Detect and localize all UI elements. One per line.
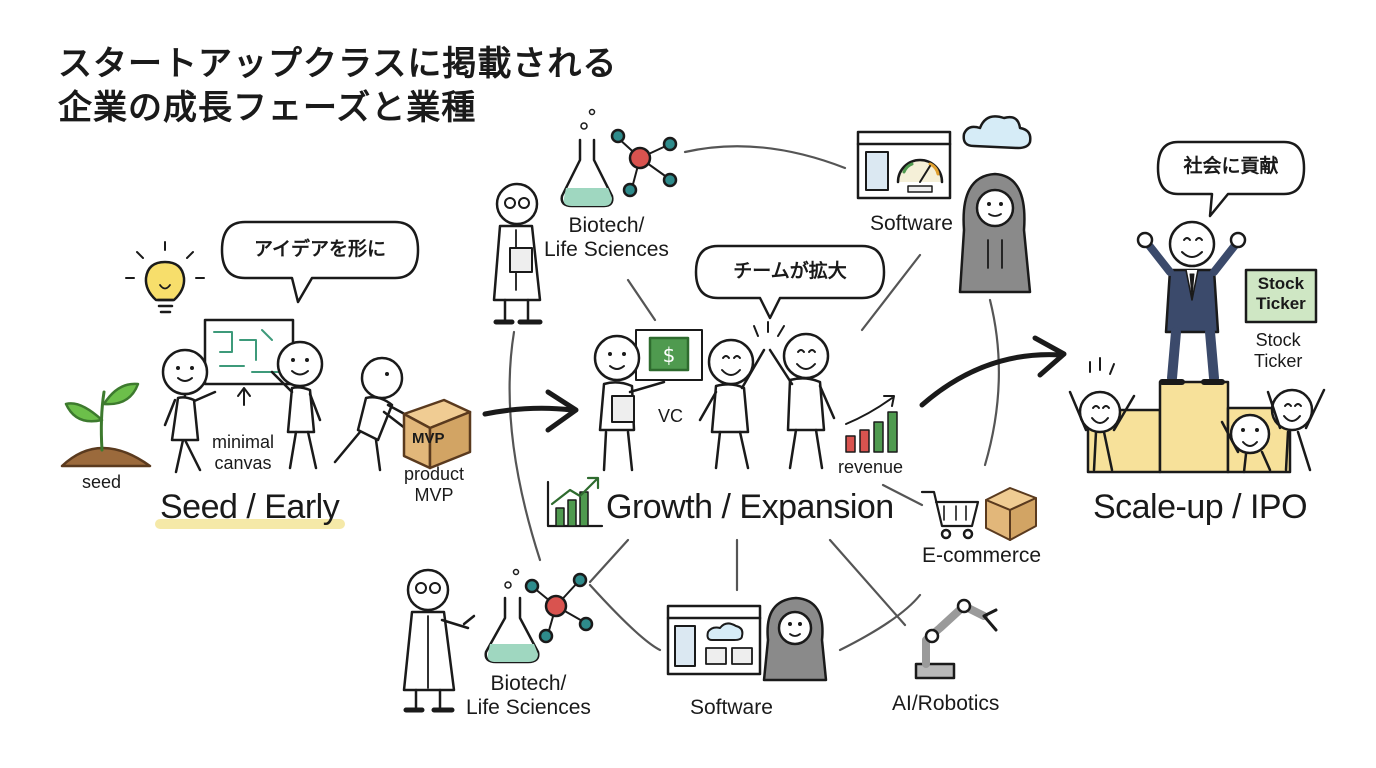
stick-person-highfive-1 xyxy=(698,338,766,470)
spoke-ai xyxy=(828,538,907,627)
bubble-society-shape xyxy=(1156,140,1306,218)
hoodie-person-top xyxy=(958,172,1032,294)
industry-ring xyxy=(508,145,1000,652)
cheering-person-right-2 xyxy=(1266,388,1326,472)
scientist-top xyxy=(492,182,543,325)
label-product-mvp: product MVP xyxy=(404,464,465,505)
flask-icon xyxy=(560,108,614,208)
ecommerce-box-icon xyxy=(985,487,1037,541)
svg-text:$: $ xyxy=(663,343,676,367)
stage-label-scale: Scale-up / IPO xyxy=(1092,488,1308,526)
ring-arc-left xyxy=(508,330,542,562)
ring-arc-right xyxy=(983,298,1000,467)
gauge-icon xyxy=(896,158,944,193)
stick-person-highfive-2 xyxy=(753,321,836,470)
bubble-team: チームが拡大 xyxy=(733,260,847,282)
robot-arm-icon xyxy=(914,598,998,680)
stage-label-growth: Growth / Expansion xyxy=(606,488,894,526)
money-icon: $ xyxy=(635,329,703,381)
bubble-idea: アイデアを形に xyxy=(253,238,387,260)
bar-chart-icon xyxy=(546,476,604,528)
label-seed: seed xyxy=(82,472,122,492)
cheering-person-left xyxy=(1068,357,1136,472)
industry-biotech-top: Biotech/ Life Sciences xyxy=(544,214,669,262)
revenue-chart-icon xyxy=(845,395,898,453)
browser-window-icon-bottom xyxy=(666,604,762,676)
lightbulb-icon xyxy=(125,241,205,314)
industry-biotech-bottom: Biotech/ Life Sciences xyxy=(466,672,591,720)
stick-person-seed-2 xyxy=(270,340,324,470)
sprout-icon xyxy=(60,382,152,468)
industry-software-bottom: Software xyxy=(690,696,773,719)
industry-ai-robotics: AI/Robotics xyxy=(892,692,1000,715)
cheering-person-right-1 xyxy=(1220,413,1272,474)
label-stock-ticker: Stock Ticker xyxy=(1254,330,1303,371)
spoke-biotech-bottom xyxy=(588,538,630,584)
spoke-biotech xyxy=(626,278,657,322)
bubble-team-shape xyxy=(694,244,886,320)
arrow-growth-to-scale xyxy=(919,335,1067,408)
arrow-seed-to-growth xyxy=(482,389,579,433)
label-stock-ticker-sign: Stock Ticker xyxy=(1256,274,1306,313)
browser-window-icon xyxy=(856,130,952,200)
molecule-icon xyxy=(610,128,678,198)
hoodie-person-bottom xyxy=(762,596,828,682)
bubble-idea-shape xyxy=(220,220,420,304)
stick-person-pushing xyxy=(333,356,414,472)
scientist-bottom xyxy=(402,568,476,713)
industry-ecommerce: E-commerce xyxy=(922,544,1042,567)
label-vc: VC xyxy=(658,406,684,426)
flask-icon-bottom xyxy=(484,568,540,664)
page-title: スタートアップクラスに掲載される 企業の成長フェーズと業種 xyxy=(58,42,617,130)
ring-arc-bottom-left xyxy=(588,583,662,652)
box-icon xyxy=(402,398,472,470)
industry-software-top: Software xyxy=(870,212,953,235)
molecule-icon-bottom xyxy=(524,572,594,644)
label-mvp-box: MVP xyxy=(412,430,445,447)
title-line-2: 企業の成長フェーズと業種 xyxy=(58,88,477,129)
label-revenue: revenue xyxy=(838,457,904,477)
whiteboard-canvas xyxy=(203,318,295,406)
ring-arc-bottom-right xyxy=(838,593,922,652)
label-minimal-canvas: minimal canvas xyxy=(212,432,275,473)
spoke-software xyxy=(860,253,922,332)
stock-ticker-sign xyxy=(1244,268,1318,324)
stick-person-vc xyxy=(593,334,666,472)
cloud-icon xyxy=(962,115,1032,150)
cart-icon xyxy=(920,490,980,540)
title-line-1: スタートアップクラスに掲載される xyxy=(58,44,618,84)
stage-label-seed: Seed / Early xyxy=(160,488,340,526)
spoke-ecommerce xyxy=(881,483,924,507)
bubble-society: 社会に貢献 xyxy=(1183,155,1279,177)
ring-arc-top xyxy=(683,145,847,170)
business-person-winner xyxy=(1136,220,1247,385)
stick-person-seed-1 xyxy=(161,348,217,474)
